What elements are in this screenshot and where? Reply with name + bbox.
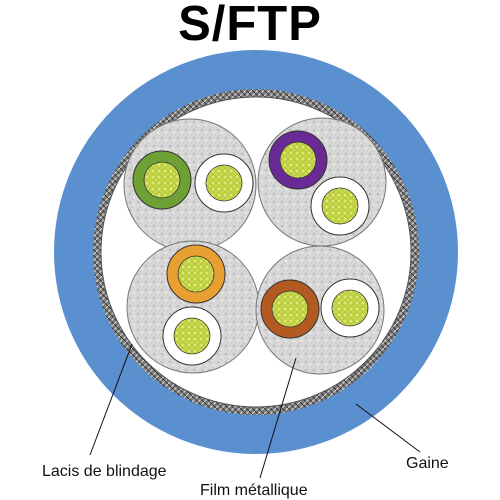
wire-white-conductor <box>173 317 211 355</box>
leader-film <box>259 357 297 479</box>
leader-gaine <box>355 403 421 453</box>
wire-white-conductor <box>205 164 243 202</box>
wire-purple-conductor <box>279 141 317 179</box>
wire-orange-conductor <box>177 255 215 293</box>
wire-white-conductor <box>331 289 369 327</box>
label-film-metallique: Film métallique <box>200 482 308 499</box>
wire-white-conductor <box>321 187 359 225</box>
wire-brown-conductor <box>271 290 309 328</box>
pair-top-right <box>257 117 387 247</box>
pair-top-left <box>123 118 257 252</box>
page-title: S/FTP <box>178 0 322 51</box>
pair-foil <box>255 245 385 375</box>
wire-green-conductor <box>143 161 181 199</box>
pair-bottom-left <box>126 240 260 374</box>
label-gaine: Gaine <box>406 455 449 472</box>
label-lacis-de-blindage: Lacis de blindage <box>42 463 167 480</box>
leader-lacis <box>89 343 133 456</box>
pair-bottom-right <box>255 245 385 375</box>
